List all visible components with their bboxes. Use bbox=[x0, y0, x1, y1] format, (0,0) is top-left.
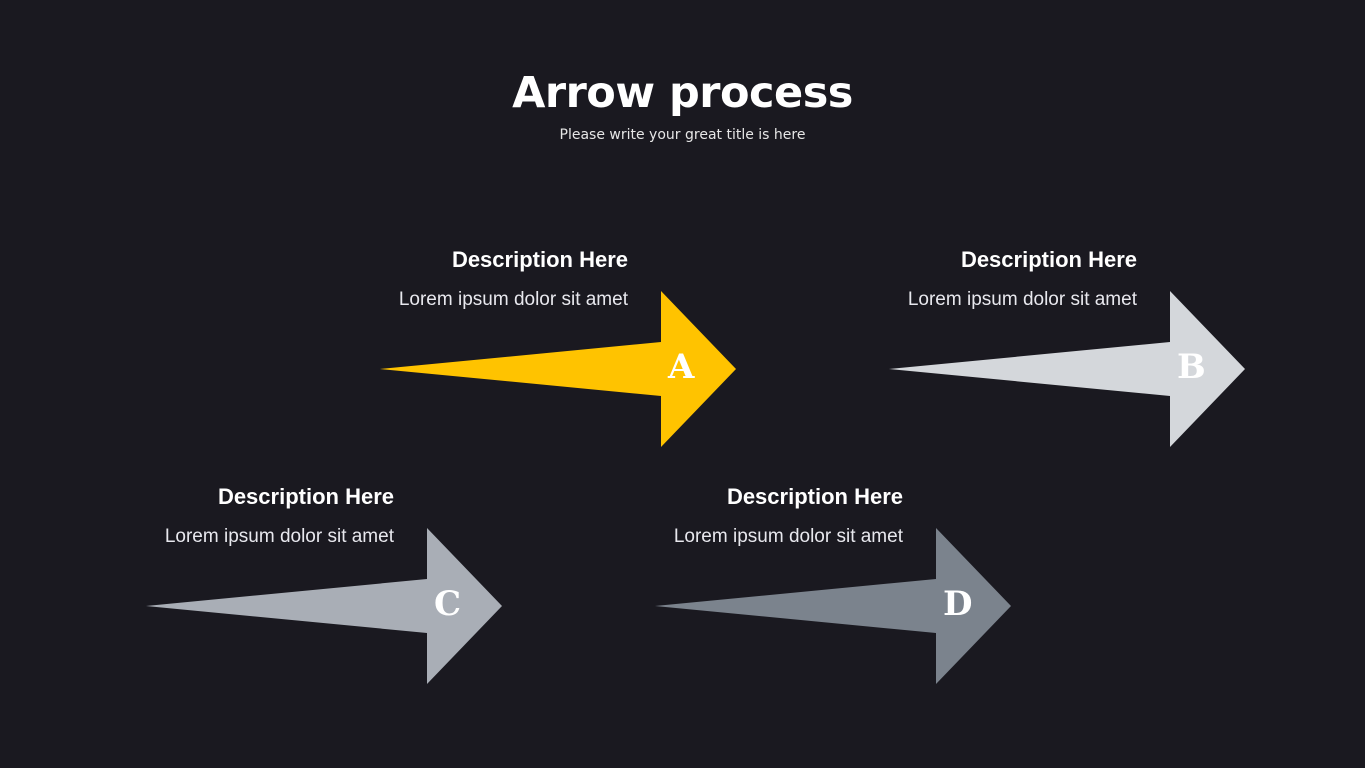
step-letter: C bbox=[434, 584, 462, 624]
step-heading: Description Here bbox=[451, 247, 628, 272]
step-heading: Description Here bbox=[726, 484, 903, 509]
process-step-d: Description Here Lorem ipsum dolor sit a… bbox=[655, 484, 1015, 686]
arrow-c bbox=[146, 528, 502, 684]
arrow-b bbox=[889, 291, 1245, 447]
step-letter: D bbox=[943, 584, 973, 624]
arrow-shape bbox=[380, 291, 736, 447]
step-description: Lorem ipsum dolor sit amet bbox=[907, 289, 1137, 310]
step-description: Lorem ipsum dolor sit amet bbox=[164, 526, 394, 547]
arrow-d bbox=[655, 528, 1011, 684]
page-subtitle: Please write your great title is here bbox=[559, 127, 806, 143]
page-title: Arrow process bbox=[512, 68, 853, 118]
step-letter: A bbox=[668, 347, 695, 387]
arrow-shape bbox=[889, 291, 1245, 447]
arrow-a bbox=[380, 291, 736, 447]
step-description: Lorem ipsum dolor sit amet bbox=[398, 289, 628, 310]
process-step-a: Description Here Lorem ipsum dolor sit a… bbox=[380, 247, 740, 449]
step-letter: B bbox=[1177, 347, 1206, 387]
process-step-b: Description Here Lorem ipsum dolor sit a… bbox=[889, 247, 1249, 449]
step-description: Lorem ipsum dolor sit amet bbox=[673, 526, 903, 547]
step-heading: Description Here bbox=[960, 247, 1137, 272]
arrow-shape bbox=[655, 528, 1011, 684]
arrow-shape bbox=[146, 528, 502, 684]
step-heading: Description Here bbox=[217, 484, 394, 509]
process-step-c: Description Here Lorem ipsum dolor sit a… bbox=[146, 484, 506, 686]
